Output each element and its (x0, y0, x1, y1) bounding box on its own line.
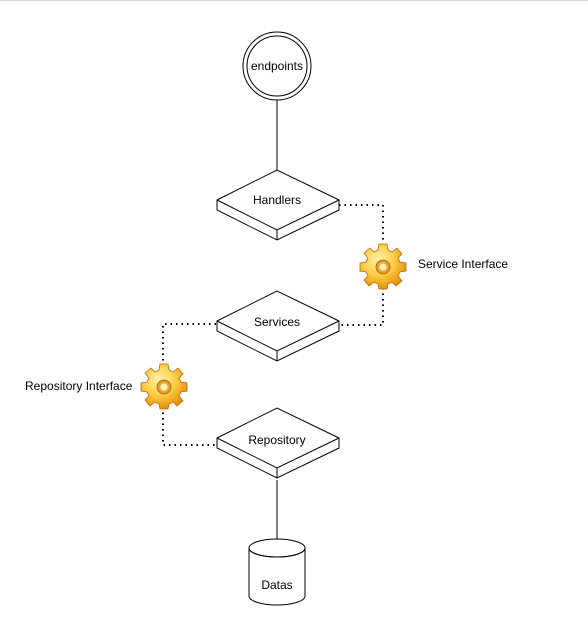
service-interface-label: Service Interface (418, 257, 508, 271)
handlers-label: Handlers (253, 193, 301, 207)
repository-interface-gear-icon (140, 363, 188, 410)
endpoints-label: endpoints (251, 59, 303, 73)
repository-interface-label: Repository Interface (25, 379, 133, 393)
endpoints-node: endpoints (242, 31, 312, 101)
datas-node: Datas (248, 538, 306, 606)
top-border (0, 0, 588, 1)
dotted-connector-handlers-services (339, 204, 384, 326)
services-label: Services (254, 315, 300, 329)
handlers-node: Handlers (216, 169, 340, 241)
services-node: Services (216, 290, 340, 362)
repository-node: Repository (216, 407, 340, 479)
dotted-connector-services-repository (162, 323, 216, 446)
datas-label: Datas (261, 578, 292, 592)
service-interface-gear-icon (359, 243, 407, 290)
repository-label: Repository (248, 433, 305, 447)
